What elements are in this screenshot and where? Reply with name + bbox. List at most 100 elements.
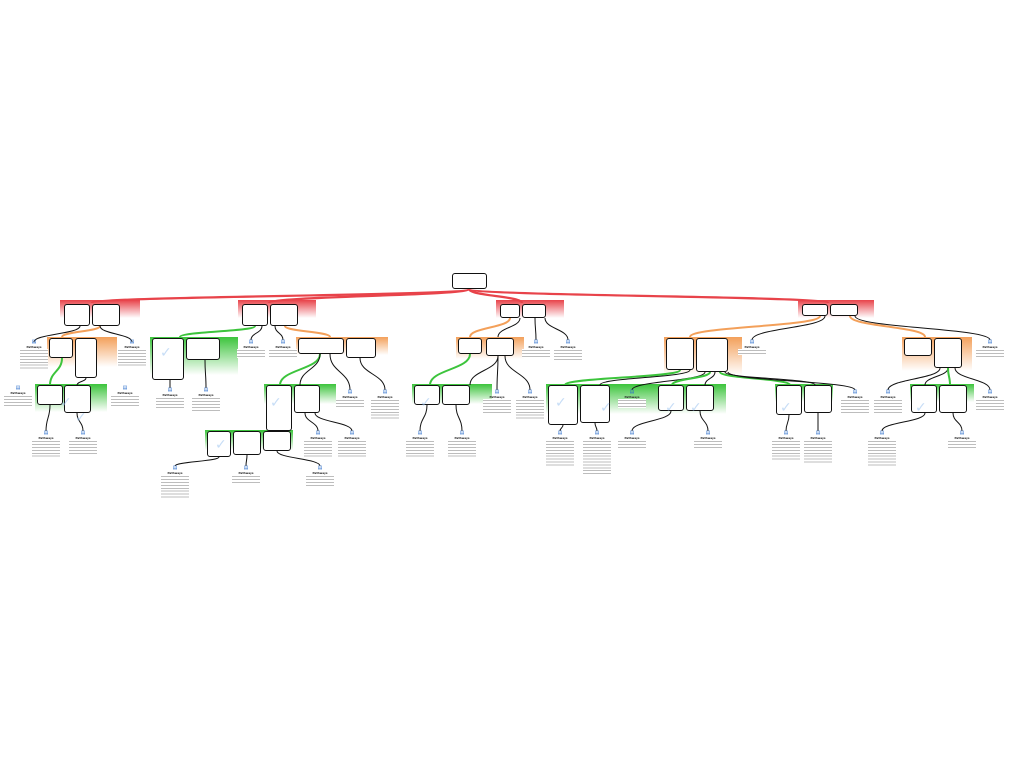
source-leaf[interactable]: Pathways: [483, 396, 511, 414]
leaf-desc: [583, 439, 611, 475]
support-node[interactable]: [263, 431, 291, 451]
source-leaf[interactable]: Pathways: [111, 392, 139, 407]
support-node[interactable]: [939, 385, 967, 413]
source-leaf[interactable]: Pathways: [516, 396, 544, 420]
support-node[interactable]: [186, 338, 220, 360]
source-leaf[interactable]: Pathways: [694, 437, 722, 449]
root-text: [455, 275, 484, 278]
objection-node[interactable]: [934, 338, 962, 368]
objection-node[interactable]: [242, 304, 268, 326]
source-leaf[interactable]: Pathways: [20, 346, 48, 370]
objection-node[interactable]: [696, 338, 728, 372]
source-leaf[interactable]: Pathways: [841, 396, 869, 414]
node-text-line: [269, 427, 289, 430]
objection-node[interactable]: [500, 304, 520, 318]
source-leaf[interactable]: Pathways: [336, 396, 364, 408]
edge: [45, 404, 51, 432]
source-leaf[interactable]: Pathways: [269, 346, 297, 358]
source-leaf[interactable]: Pathways: [522, 346, 550, 358]
leaf-title: Pathways: [312, 471, 328, 475]
edge: [276, 450, 321, 467]
doc-icon: ▤: [317, 465, 323, 471]
leaf-desc: [237, 348, 265, 358]
support-node[interactable]: [658, 385, 684, 411]
objection-node[interactable]: [346, 338, 376, 358]
node-text-line: [669, 365, 691, 368]
support-node[interactable]: [75, 338, 97, 378]
support-node[interactable]: [580, 385, 610, 423]
leaf-title: Pathways: [342, 395, 358, 399]
support-node[interactable]: [233, 431, 261, 455]
support-node[interactable]: [294, 385, 320, 413]
source-leaf[interactable]: Pathways: [554, 346, 582, 361]
support-node[interactable]: [442, 385, 470, 405]
objection-node[interactable]: [270, 304, 298, 326]
source-leaf[interactable]: Pathways: [868, 437, 896, 466]
source-leaf[interactable]: Pathways: [32, 437, 60, 458]
support-node[interactable]: [37, 385, 63, 405]
leaf-desc: [516, 398, 544, 420]
support-node[interactable]: [458, 338, 482, 354]
source-leaf[interactable]: Pathways: [618, 437, 646, 449]
source-leaf[interactable]: Pathways: [948, 437, 976, 449]
support-node[interactable]: [64, 385, 91, 413]
source-leaf[interactable]: Pathways: [232, 472, 260, 484]
objection-node[interactable]: [904, 338, 932, 356]
watermark-check: ✓: [780, 400, 792, 416]
source-leaf[interactable]: Pathways: [237, 346, 265, 358]
support-node[interactable]: [486, 338, 514, 356]
source-leaf[interactable]: Pathways: [772, 437, 800, 461]
support-node[interactable]: [686, 385, 714, 411]
source-leaf[interactable]: Pathways: [546, 437, 574, 466]
source-leaf[interactable]: Pathways: [804, 437, 832, 464]
objection-node[interactable]: [666, 338, 694, 370]
objection-node[interactable]: [64, 304, 90, 326]
source-leaf[interactable]: Pathways: [69, 437, 97, 455]
support-node[interactable]: [548, 385, 578, 425]
source-leaf[interactable]: Pathways: [976, 346, 1004, 358]
doc-icon: ▤: [349, 430, 355, 436]
leaf-desc: [841, 398, 869, 414]
doc-icon: ▤: [243, 465, 249, 471]
leaf-title: Pathways: [589, 436, 605, 440]
support-node[interactable]: [776, 385, 802, 415]
source-leaf[interactable]: Pathways: [976, 396, 1004, 411]
support-node[interactable]: [911, 385, 937, 413]
objection-node[interactable]: [298, 338, 344, 354]
doc-icon: ▤: [533, 339, 539, 345]
source-leaf[interactable]: Pathways: [874, 396, 902, 414]
node-text-line: [445, 399, 467, 402]
support-node[interactable]: [152, 338, 184, 380]
root-node[interactable]: [452, 273, 487, 289]
support-node[interactable]: [414, 385, 440, 405]
edge: [954, 367, 991, 391]
support-node[interactable]: [49, 338, 73, 358]
source-leaf[interactable]: Pathways: [406, 437, 434, 458]
source-leaf[interactable]: Pathways: [338, 437, 366, 458]
support-node[interactable]: [207, 431, 231, 457]
source-leaf[interactable]: Pathways: [161, 472, 189, 499]
source-leaf[interactable]: Pathways: [304, 437, 332, 458]
source-leaf[interactable]: Pathways: [4, 392, 32, 407]
node-text-line: [699, 368, 725, 371]
objection-node[interactable]: [830, 304, 858, 316]
support-node[interactable]: [266, 385, 292, 431]
objection-node[interactable]: [522, 304, 546, 318]
source-leaf[interactable]: Pathways: [156, 394, 184, 409]
source-leaf[interactable]: Pathways: [192, 394, 220, 412]
source-leaf[interactable]: Pathways: [118, 346, 146, 367]
source-leaf[interactable]: Pathways: [371, 396, 399, 420]
source-leaf[interactable]: Pathways: [306, 472, 334, 487]
source-leaf[interactable]: Pathways: [618, 396, 646, 408]
leaf-title: Pathways: [624, 436, 640, 440]
watermark-check: ✓: [915, 400, 927, 416]
source-leaf[interactable]: Pathways: [583, 437, 611, 475]
objection-node[interactable]: [802, 304, 828, 316]
source-leaf[interactable]: Pathways: [738, 346, 766, 355]
leaf-desc: [269, 348, 297, 358]
objection-node[interactable]: [92, 304, 120, 326]
leaf-desc: [976, 398, 1004, 411]
source-leaf[interactable]: Pathways: [448, 437, 476, 458]
support-node[interactable]: [804, 385, 832, 413]
leaf-title: Pathways: [275, 345, 291, 349]
